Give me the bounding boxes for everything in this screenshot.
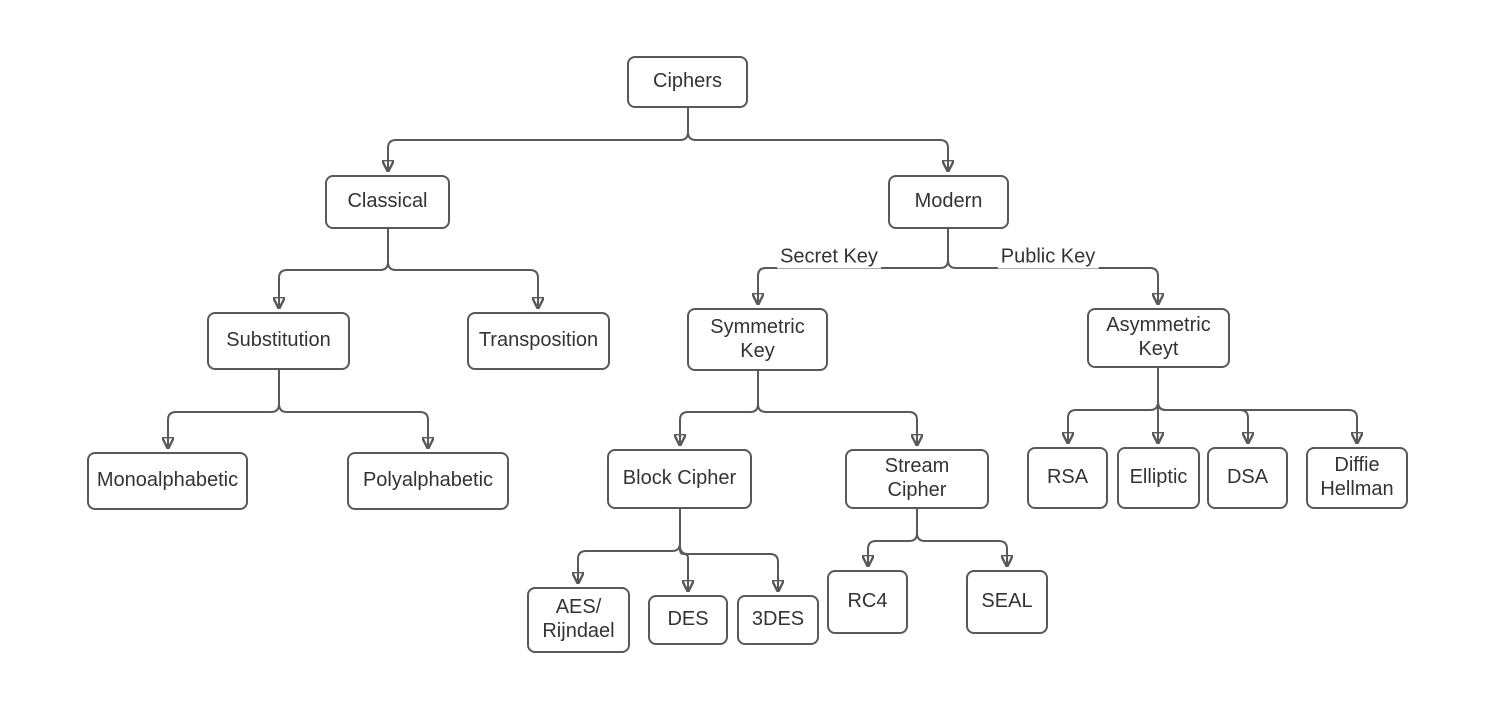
node-3des: 3DES [737,595,819,645]
node-stream-cipher: Stream Cipher [845,449,989,509]
edge-symmetric-block [680,371,759,445]
edge-label-public-key: Public Key [997,245,1099,269]
edge-asymmetric-diffie [1157,368,1357,443]
node-rc4: RC4 [827,570,908,634]
edge-symmetric-stream [757,371,917,445]
node-classical: Classical [325,175,450,229]
edge-classical-transposition [387,229,538,308]
node-block-cipher: Block Cipher [607,449,752,509]
edge-label-secret-key: Secret Key [777,245,881,269]
edge-classical-substitution [279,229,389,308]
edge-block-aes [578,509,681,583]
node-monoalphabetic: Monoalphabetic [87,452,248,510]
edge-stream-rc4 [868,509,918,566]
edge-asymmetric-dsa [1157,368,1248,443]
node-des: DES [648,595,728,645]
edge-block-3des [679,509,778,591]
node-substitution: Substitution [207,312,350,370]
node-ciphers: Ciphers [627,56,748,108]
node-transposition: Transposition [467,312,610,370]
node-seal: SEAL [966,570,1048,634]
node-elliptic: Elliptic [1117,447,1200,509]
edge-ciphers-classical [388,108,689,171]
edge-substitution-monoalphabetic [168,370,280,448]
node-diffie-hellman: Diffie Hellman [1306,447,1408,509]
node-polyalphabetic: Polyalphabetic [347,452,509,510]
node-aes-rijndael: AES/ Rijndael [527,587,630,653]
node-asymmetric-keyt: Asymmetric Keyt [1087,308,1230,368]
node-rsa: RSA [1027,447,1108,509]
node-symmetric-key: Symmetric Key [687,308,828,371]
node-modern: Modern [888,175,1009,229]
node-dsa: DSA [1207,447,1288,509]
edge-stream-seal [916,509,1007,566]
edge-ciphers-modern [687,108,948,171]
edge-substitution-polyalphabetic [278,370,428,448]
edge-asymmetric-rsa [1068,368,1159,443]
